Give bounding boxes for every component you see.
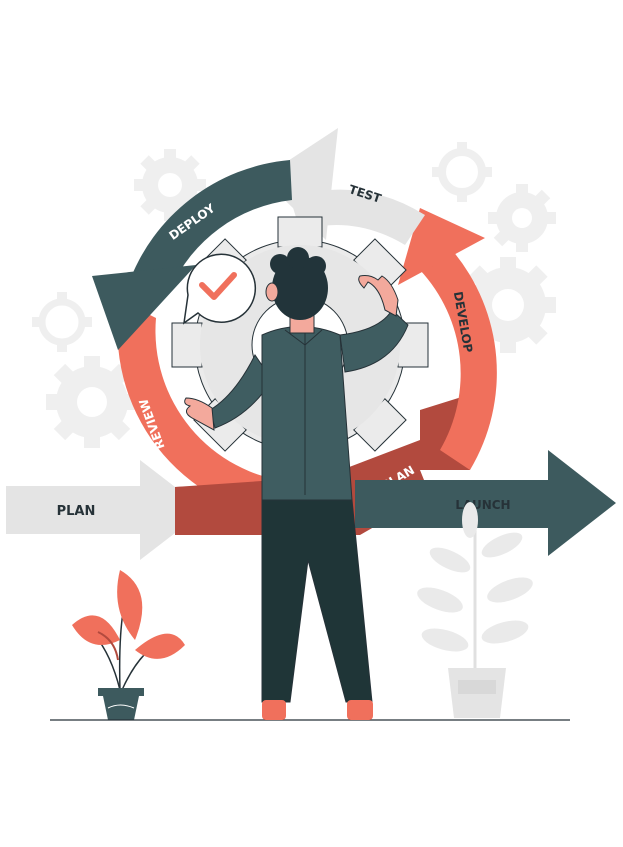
- check-bubble: [183, 253, 257, 325]
- plan-left-label: PLAN: [57, 504, 96, 519]
- gear-icon: [32, 292, 92, 352]
- deploy-arc: [128, 160, 292, 290]
- person: [184, 247, 409, 720]
- plan-arrow-left: PLAN: [6, 460, 205, 560]
- gear-icon: [432, 142, 492, 202]
- gear-icon: [488, 184, 556, 252]
- cycle-ring: DEPLOY TEST DEVELOP REVIEW PLAN: [92, 128, 497, 535]
- test-arrow-head: [262, 128, 338, 240]
- plant-left: [72, 570, 185, 720]
- deploy-arrow-head: [92, 265, 196, 350]
- plan-arc: [175, 395, 470, 487]
- develop-arrow-head: [398, 208, 485, 285]
- develop-arc: [420, 250, 497, 470]
- check-icon: [199, 272, 237, 300]
- plant-right: [417, 502, 533, 718]
